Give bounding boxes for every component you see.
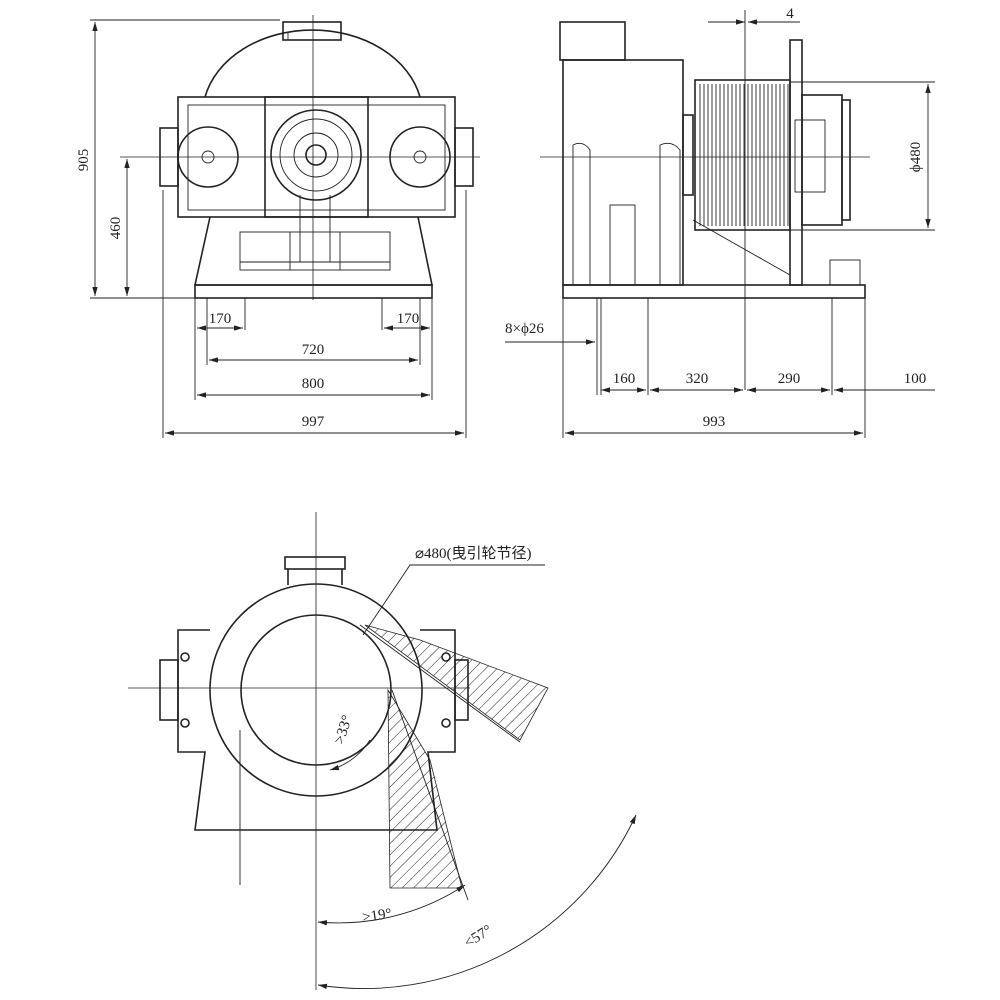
sheave-grooves <box>699 84 789 226</box>
angle-57: <57° <box>462 922 495 951</box>
front-view: 905 460 170 170 720 800 997 <box>76 15 480 438</box>
dim-460: 460 <box>108 217 124 240</box>
dim-170-right: 170 <box>397 311 420 327</box>
dim-720: 720 <box>302 342 325 358</box>
dim-100: 100 <box>904 371 927 387</box>
dim-160: 160 <box>613 371 636 387</box>
side-view: 4 ϕ480 8×ϕ26 160 320 290 100 993 <box>505 6 935 438</box>
wrap-angle-view: ⌀480(曳引轮节径) >33° >19° <57° <box>128 512 637 990</box>
dim-290: 290 <box>778 371 801 387</box>
angle-19: >19° <box>361 906 392 926</box>
dim-905: 905 <box>76 149 92 172</box>
dim-4: 4 <box>786 6 794 22</box>
sheave-pitch-diameter-label: ⌀480(曳引轮节径) <box>415 545 532 562</box>
dim-800: 800 <box>302 376 325 392</box>
dim-sheave-dia: ϕ480 <box>908 142 924 172</box>
dim-170-left: 170 <box>209 311 232 327</box>
dim-320: 320 <box>686 371 709 387</box>
dim-993: 993 <box>703 414 726 430</box>
dim-bolt-holes: 8×ϕ26 <box>505 321 544 337</box>
angle-33: >33° <box>332 713 356 746</box>
dim-997: 997 <box>302 414 325 430</box>
